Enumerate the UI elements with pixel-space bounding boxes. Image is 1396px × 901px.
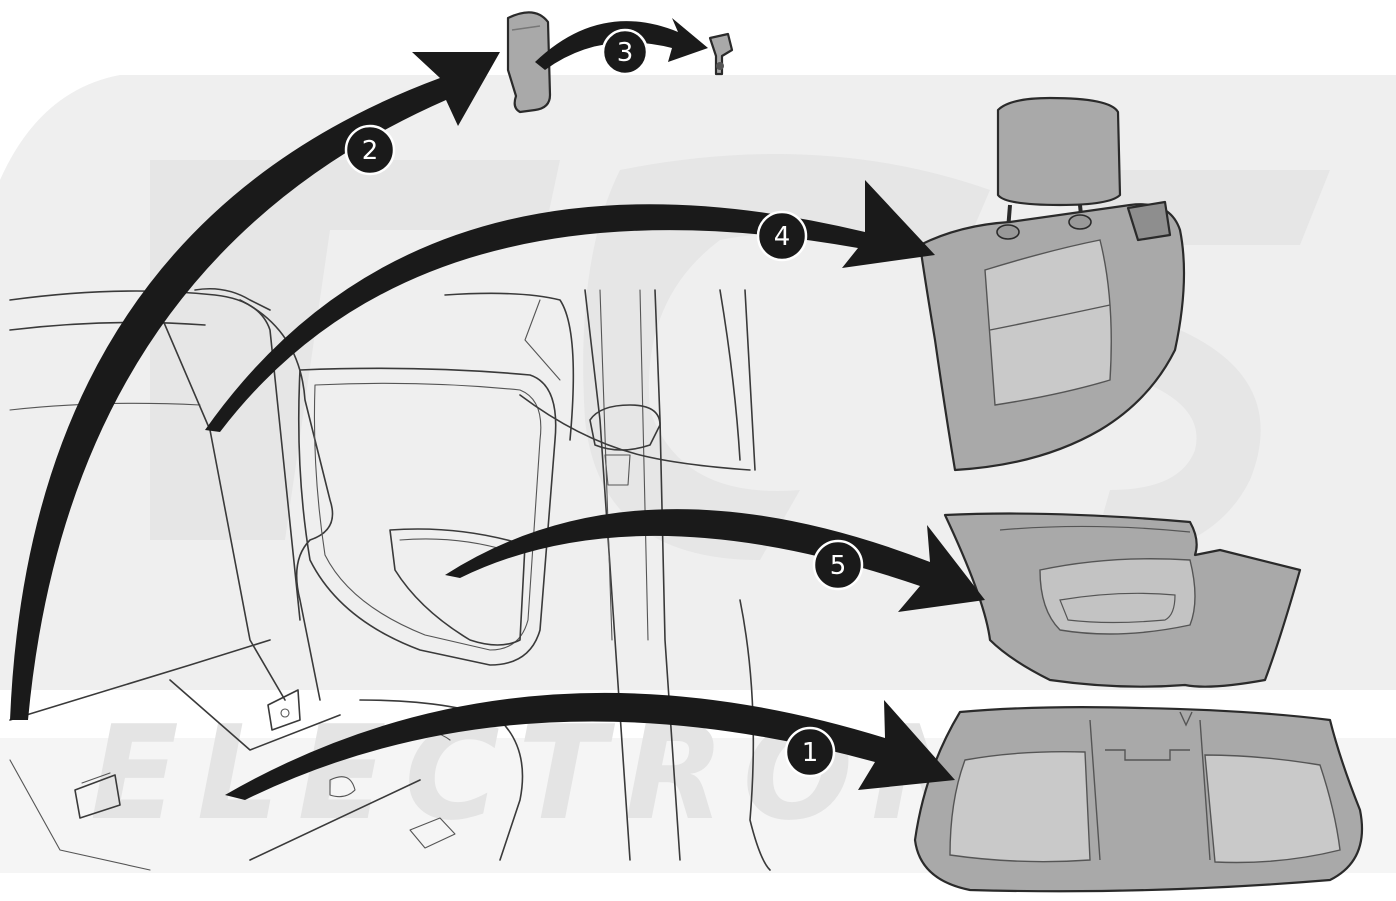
arrow-step-3 [535,18,708,70]
step-badge-2: 2 [344,124,396,176]
step-badge-3: 3 [601,28,649,76]
part-rear-seat-backrest [918,96,1186,472]
arrow-step-1 [225,692,955,800]
arrow-step-5 [445,509,985,612]
step-label-1: 1 [802,738,819,768]
arrow-step-2 [10,52,500,720]
step-badge-5: 5 [812,539,864,591]
arrows [10,18,985,800]
part-seat-hinge-cover [506,11,552,114]
part-rear-side-trim-panel [943,512,1302,688]
step-label-2: 2 [362,136,379,166]
part-rear-seat-cushion [913,706,1364,893]
step-label-3: 3 [617,38,634,68]
step-label-4: 4 [774,222,791,252]
arrow-step-4 [205,180,935,432]
car-interior-drawing [9,287,771,871]
step-badge-1: 1 [784,726,836,778]
part-hinge-clip [708,32,734,76]
step-badge-4: 4 [756,210,808,262]
step-label-5: 5 [830,551,847,581]
